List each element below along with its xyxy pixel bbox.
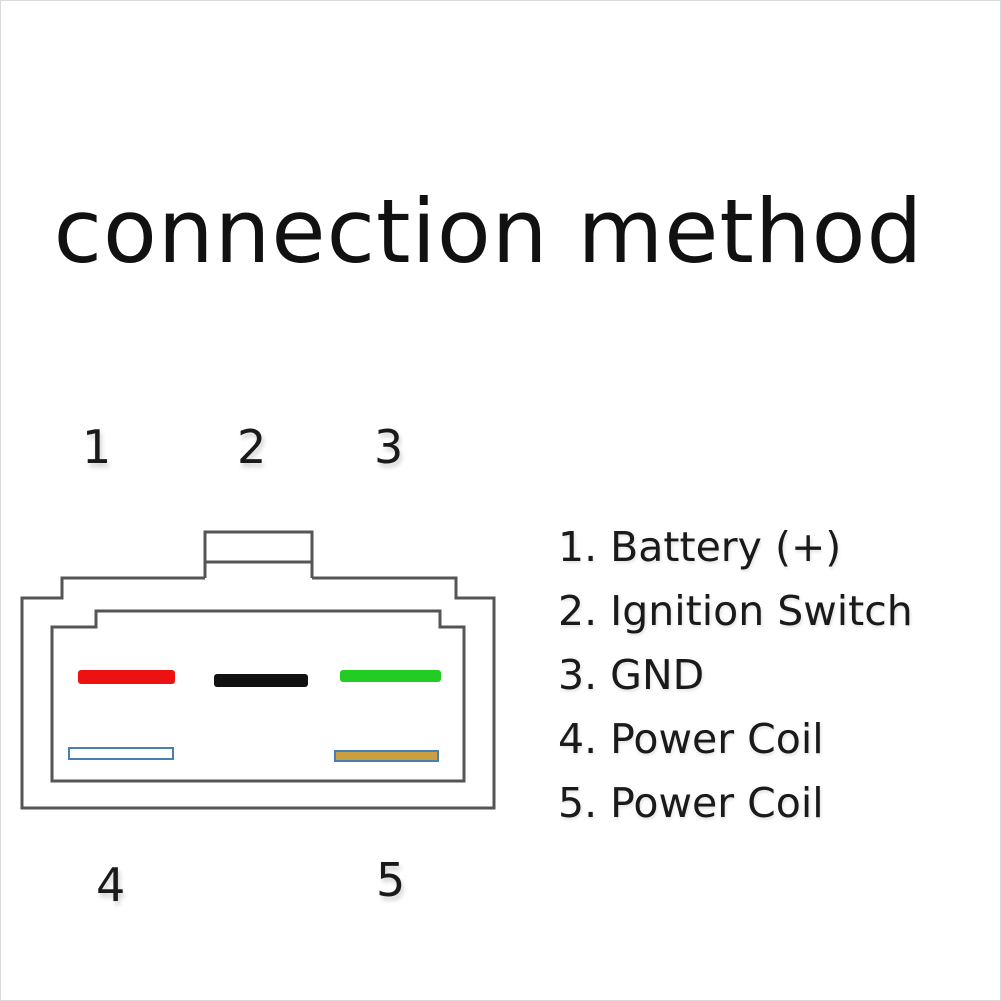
pin-number-1: 1 <box>82 420 112 474</box>
terminal-pin-5-power-coil <box>334 750 439 762</box>
pin-number-4: 4 <box>96 858 126 912</box>
legend-item-2-label: Ignition Switch <box>610 587 913 635</box>
legend-item-2: 2. Ignition Switch <box>558 579 913 643</box>
pin-number-3: 3 <box>374 420 404 474</box>
connector-outer-housing <box>20 576 496 810</box>
legend-item-5-label: Power Coil <box>610 779 824 827</box>
legend-item-1: 1. Battery (+) <box>558 515 913 579</box>
diagram-title: connection method <box>53 180 924 283</box>
pin-legend: 1. Battery (+) 2. Ignition Switch 3. GND… <box>558 515 913 835</box>
legend-item-5: 5. Power Coil <box>558 771 913 835</box>
legend-item-1-label: Battery (+) <box>610 523 842 571</box>
terminal-pin-3-gnd <box>340 670 441 682</box>
legend-item-3-number: 3. <box>558 651 598 699</box>
legend-item-4-label: Power Coil <box>610 715 824 763</box>
legend-item-4-number: 4. <box>558 715 598 763</box>
terminal-pin-1-battery <box>78 670 175 684</box>
legend-item-3: 3. GND <box>558 643 913 707</box>
pin-number-5: 5 <box>376 853 406 907</box>
pin-number-2: 2 <box>237 420 267 474</box>
connector-inner-cavity <box>50 609 466 783</box>
legend-item-5-number: 5. <box>558 779 598 827</box>
legend-item-1-number: 1. <box>558 523 598 571</box>
terminal-pin-4-power-coil <box>68 747 174 760</box>
legend-item-3-label: GND <box>610 651 705 699</box>
legend-item-2-number: 2. <box>558 587 598 635</box>
connector-latch <box>203 530 314 578</box>
legend-item-4: 4. Power Coil <box>558 707 913 771</box>
terminal-pin-2-ignition <box>214 674 308 687</box>
